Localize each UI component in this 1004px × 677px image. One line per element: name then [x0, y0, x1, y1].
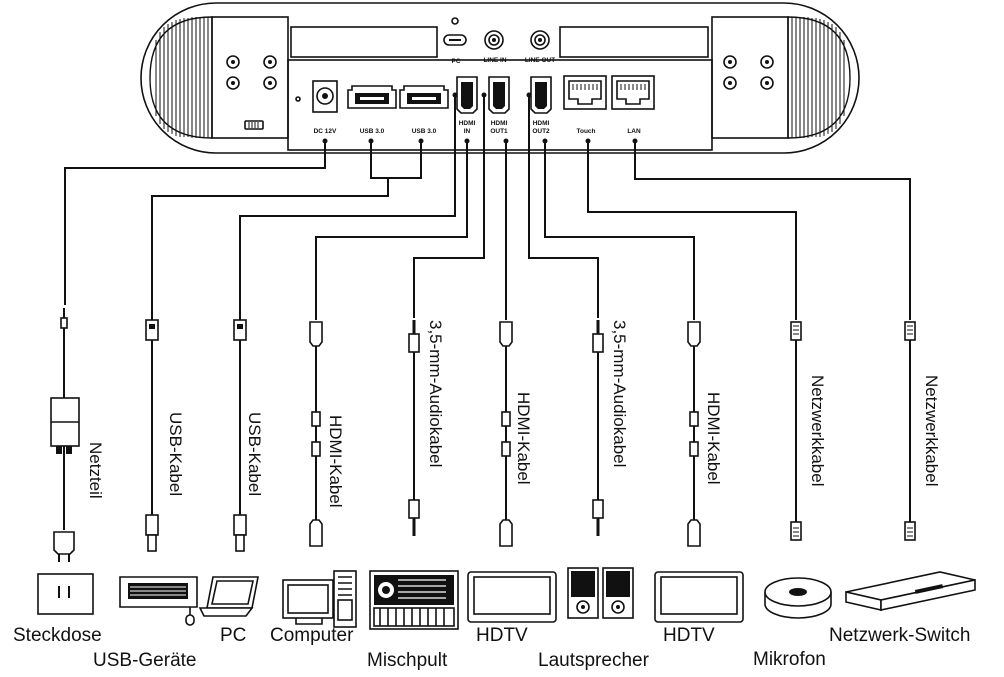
- device-label-hdtv-1: HDTV: [476, 625, 528, 646]
- cable-label-usb-1: USB-Kabel: [166, 412, 185, 496]
- port-label-pc: PC: [451, 58, 460, 65]
- usb-c-port-icon: [443, 34, 467, 46]
- port-label-dc: DC 12V: [314, 128, 337, 135]
- microphone-puck-icon: [764, 577, 832, 619]
- slot-icon: [244, 120, 264, 130]
- port-label-hdmi-out1-2: OUT1: [490, 128, 508, 135]
- cable-label-hdmi-2: HDMI-Kabel: [514, 392, 533, 485]
- device-label-mikrofon: Mikrofon: [753, 649, 826, 670]
- port-label-hdmi-out2-1: HDMI: [533, 120, 550, 127]
- cable-label-hdmi-1: HDMI-Kabel: [326, 415, 345, 508]
- hdmi-plug-icon: [687, 321, 701, 547]
- port-label-hdmi-in-1: HDMI: [459, 120, 476, 127]
- cable-label-net-2: Netzwerkkabel: [922, 375, 941, 487]
- usb-plug-icon: [145, 319, 159, 552]
- rj45-port-icon: [563, 75, 607, 110]
- rj45-plug-icon: [790, 321, 802, 541]
- hdmi-plug-icon: [499, 321, 513, 547]
- port-label-touch: Touch: [576, 128, 595, 135]
- port-label-lan: LAN: [627, 128, 641, 135]
- audio-mixer-icon: [369, 570, 459, 630]
- device-label-switch: Netzwerk-Switch: [829, 625, 970, 646]
- usb-plug-icon: [233, 319, 247, 552]
- device-label-pc: PC: [220, 625, 246, 646]
- wall-socket-icon: [37, 573, 94, 615]
- device-label-usb-geraete: USB-Geräte: [93, 650, 196, 671]
- dc-port-icon: [312, 80, 338, 113]
- port-label-line-out: LINE OUT: [525, 57, 555, 64]
- audio-jack-icon: [592, 320, 604, 536]
- line-out-jack-icon: [530, 30, 550, 50]
- hdtv-icon: [467, 571, 557, 623]
- speakers-icon: [567, 567, 634, 619]
- device-label-mischpult: Mischpult: [367, 650, 448, 671]
- rj45-port-icon: [611, 75, 655, 110]
- device-label-computer: Computer: [270, 625, 354, 646]
- conference-hub-icon: DC 12V USB 3.0 USB 3.0 PC LINE IN LINE O…: [140, 2, 860, 154]
- port-label-usb-2: USB 3.0: [412, 128, 437, 135]
- hdtv-icon: [654, 571, 744, 623]
- device-label-hdtv-2: HDTV: [663, 625, 715, 646]
- usb-port-icon: [347, 85, 397, 109]
- device-label-lautsprecher: Lautsprecher: [538, 650, 650, 671]
- desktop-computer-icon: [282, 570, 357, 628]
- port-label-usb-1: USB 3.0: [360, 128, 385, 135]
- port-label-hdmi-out1-1: HDMI: [491, 120, 508, 127]
- speaker-grille-right-icon: [787, 16, 851, 139]
- screw-icons: [226, 55, 774, 90]
- cable-label-net-1: Netzwerkkabel: [808, 375, 827, 487]
- connection-wires: [64, 92, 911, 320]
- usb-port-icon: [399, 85, 449, 109]
- port-label-line-in: LINE IN: [483, 57, 506, 64]
- rj45-plug-icon: [904, 321, 916, 541]
- keyboard-mouse-icon: [119, 576, 198, 626]
- audio-jack-icon: [408, 320, 420, 536]
- hdmi-port-icon: [456, 76, 478, 114]
- cable-label-usb-2: USB-Kabel: [245, 412, 264, 496]
- cable-label-audio-2: 3,5-mm-Audiokabel: [610, 320, 629, 467]
- hdmi-port-icon: [488, 76, 510, 114]
- network-switch-icon: [845, 571, 976, 612]
- line-in-jack-icon: [484, 30, 504, 50]
- cable-label-netzteil: Netzteil: [86, 442, 105, 499]
- hdmi-plug-icon: [309, 321, 323, 547]
- port-label-hdmi-out2-2: OUT2: [532, 128, 550, 135]
- speaker-grille-left-icon: [149, 16, 213, 139]
- laptop-icon: [198, 576, 259, 617]
- port-label-hdmi-in-2: IN: [464, 128, 471, 135]
- device-label-steckdose: Steckdose: [13, 625, 102, 646]
- power-adapter-icon: [50, 308, 80, 562]
- hdmi-port-icon: [530, 76, 552, 114]
- cable-label-hdmi-3: HDMI-Kabel: [704, 392, 723, 485]
- cable-label-audio-1: 3,5-mm-Audiokabel: [426, 320, 445, 467]
